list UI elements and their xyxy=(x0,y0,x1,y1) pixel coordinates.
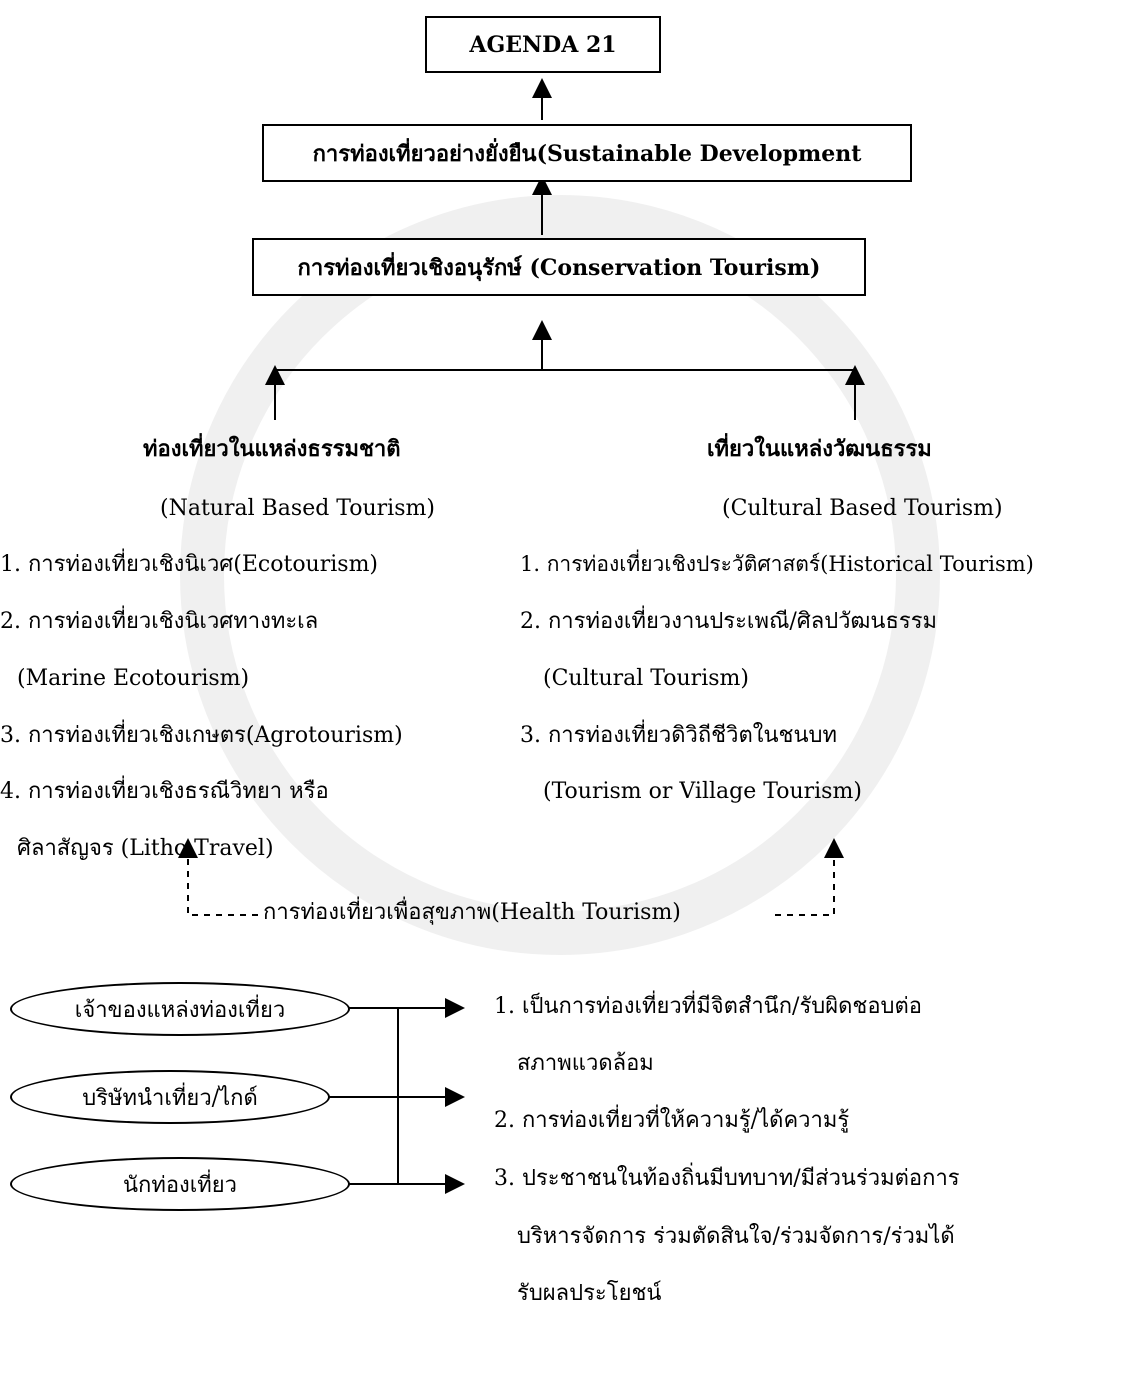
stakeholder-oval: บริษัทนำเที่ยว/ไกด์ xyxy=(10,1070,330,1124)
cultural-item: (Tourism or Village Tourism) xyxy=(543,779,862,804)
agenda-21-box: AGENDA 21 xyxy=(425,16,661,73)
stakeholder-label: นักท่องเที่ยว xyxy=(122,1172,238,1198)
stakeholder-oval: เจ้าของแหล่งท่องเที่ยว xyxy=(10,982,350,1036)
natural-item: ศิลาสัญจร (Litho Travel) xyxy=(17,836,274,861)
natural-subtitle: (Natural Based Tourism) xyxy=(160,496,435,521)
outcome-item: รับผลประโยชน์ xyxy=(517,1281,662,1306)
cultural-item: 2. การท่องเที่ยวงานประเพณี/ศิลปวัฒนธรรม xyxy=(520,609,938,634)
natural-item: 1. การท่องเที่ยวเชิงนิเวศ(Ecotourism) xyxy=(0,552,379,577)
conservation-tourism-box: การท่องเที่ยวเชิงอนุรักษ์ (Conservation … xyxy=(252,238,866,296)
natural-item: 4. การท่องเที่ยวเชิงธรณีวิทยา หรือ xyxy=(0,779,329,804)
outcome-item: 3. ประชาชนในท้องถิ่นมีบทบาท/มีส่วนร่วมต่… xyxy=(494,1166,960,1191)
stakeholder-label: บริษัทนำเที่ยว/ไกด์ xyxy=(82,1085,258,1111)
outcome-item: สภาพแวดล้อม xyxy=(517,1051,654,1076)
agenda-21-label: AGENDA 21 xyxy=(469,31,617,58)
sustainable-development-label: การท่องเที่ยวอย่างยั่งยืน(Sustainable De… xyxy=(312,140,862,167)
outcome-item: 1. เป็นการท่องเที่ยวที่มีจิตสำนึก/รับผิด… xyxy=(494,994,923,1019)
natural-item: (Marine Ecotourism) xyxy=(17,666,250,691)
natural-item: 3. การท่องเที่ยวเชิงเกษตร(Agrotourism) xyxy=(0,723,403,748)
cultural-item: 1. การท่องเที่ยวเชิงประวัติศาสตร์(Histor… xyxy=(520,552,1034,576)
stakeholder-oval: นักท่องเที่ยว xyxy=(10,1157,350,1211)
cultural-title: เที่ยวในแหล่งวัฒนธรรม xyxy=(707,436,932,462)
cultural-subtitle: (Cultural Based Tourism) xyxy=(722,496,1003,521)
stakeholder-label: เจ้าของแหล่งท่องเที่ยว xyxy=(74,997,286,1023)
conservation-tourism-label: การท่องเที่ยวเชิงอนุรักษ์ (Conservation … xyxy=(297,254,821,281)
natural-item: 2. การท่องเที่ยวเชิงนิเวศทางทะเล xyxy=(0,609,319,634)
cultural-item: 3. การท่องเที่ยวดิวิถีชีวิตในชนบท xyxy=(520,723,837,748)
outcome-item: บริหารจัดการ ร่วมตัดสินใจ/ร่วมจัดการ/ร่ว… xyxy=(517,1224,955,1249)
outcome-item: 2. การท่องเที่ยวที่ให้ความรู้/ได้ความรู้ xyxy=(494,1108,850,1133)
cultural-item: (Cultural Tourism) xyxy=(543,666,749,691)
natural-title: ท่องเที่ยวในแหล่งธรรมชาติ xyxy=(143,436,401,462)
health-tourism-label: การท่องเที่ยวเพื่อสุขภาพ(Health Tourism) xyxy=(263,900,681,925)
sustainable-development-box: การท่องเที่ยวอย่างยั่งยืน(Sustainable De… xyxy=(262,124,912,182)
